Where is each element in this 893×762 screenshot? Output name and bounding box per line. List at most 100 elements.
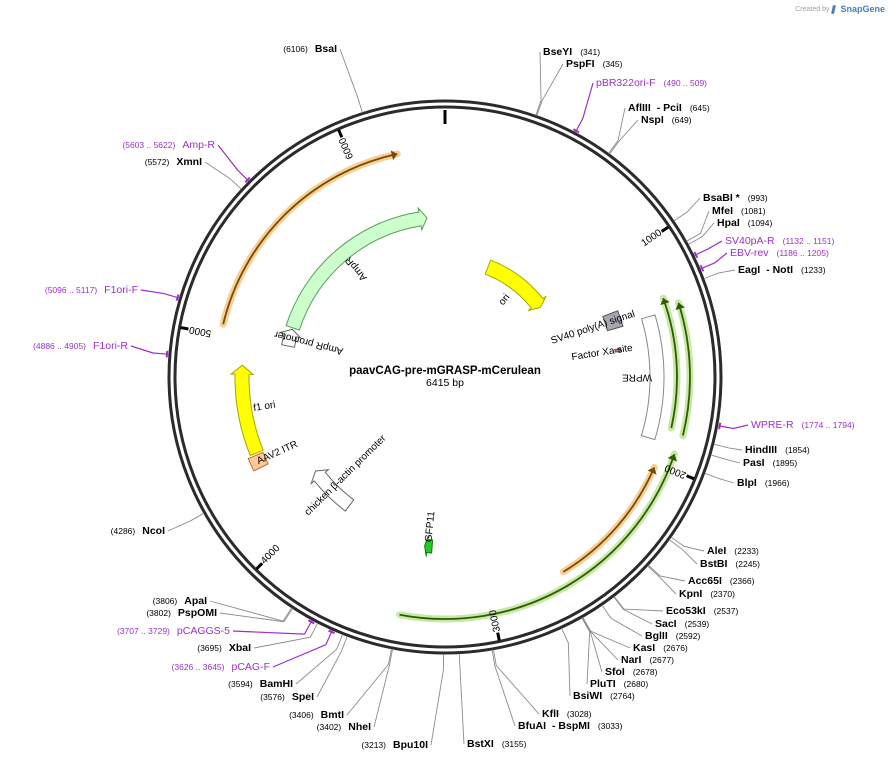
site-position: (4286): [111, 526, 136, 536]
enzyme-site-sfoi[interactable]: SfoI(2678): [581, 617, 658, 678]
enzyme-site-nspi[interactable]: NspI(649): [609, 114, 692, 155]
site-label: NspI(649): [641, 114, 692, 126]
site-name: Bpu10I: [393, 739, 428, 751]
site-leader-line: [647, 565, 677, 595]
site-label: BseYI(341): [543, 46, 600, 58]
feature-ampr[interactable]: AmpR: [285, 206, 428, 331]
enzyme-site-eco53ki[interactable]: Eco53kI(2537): [613, 596, 738, 617]
site-name: NcoI: [142, 525, 165, 537]
enzyme-site-bstxi[interactable]: BstXI(3155): [458, 653, 527, 750]
enzyme-site-alei[interactable]: AleI(2233): [670, 536, 759, 557]
primer-site-wpre-r[interactable]: WPRE-R(1774 .. 1794): [717, 419, 855, 431]
enzyme-site-nhei[interactable]: (3402)NheI: [317, 648, 393, 733]
site-label: (3806)ApaI: [153, 595, 207, 607]
site-leader-line: [295, 634, 344, 685]
enzyme-site-pspfi[interactable]: PspFI(345): [536, 58, 623, 116]
tick-label-5000: 5000: [188, 324, 212, 339]
enzyme-site-blpi[interactable]: BlpI(1966): [704, 472, 790, 489]
site-leader-line: [582, 617, 619, 661]
enzyme-site-kpni[interactable]: KpnI(2370): [647, 565, 735, 600]
primer-track-line-1: [562, 467, 656, 573]
enzyme-site-xmni[interactable]: (5572)XmnI: [145, 156, 242, 190]
enzyme-site-bsai[interactable]: (6106)BsaI: [283, 43, 363, 113]
enzyme-site-apai[interactable]: (3806)ApaI: [153, 595, 293, 622]
site-leader-line: [373, 648, 393, 728]
site-position: (1094): [748, 218, 773, 228]
feature-f1-ori[interactable]: f1 ori: [229, 364, 276, 457]
primer-binding-mark: [699, 264, 705, 272]
primer-track-arrow-2: [660, 298, 670, 306]
site-leader-line: [346, 648, 392, 716]
tick-mark-3000: [496, 632, 501, 641]
enzyme-site-bstbi[interactable]: BstBI(2245): [668, 539, 760, 570]
site-name: HindIII: [745, 444, 777, 456]
site-position: (993): [748, 193, 768, 203]
site-leader-line: [140, 289, 180, 299]
site-name: AleI: [707, 545, 726, 557]
feature-factor-xa-site[interactable]: Factor Xa site: [571, 343, 634, 363]
site-label: HindIII(1854): [745, 444, 810, 456]
enzyme-site-ncoi[interactable]: (4286) NcoI: [111, 512, 205, 537]
site-name: Acc65I: [688, 575, 722, 587]
enzyme-site-hpai[interactable]: HpaI(1094): [687, 217, 773, 245]
enzyme-site-bglii[interactable]: BglII(2592): [601, 604, 701, 642]
enzyme-site-saci[interactable]: SacI(2539): [613, 596, 710, 630]
primer-site-f1ori-r[interactable]: (4886 .. 4905)F1ori-R: [33, 340, 169, 358]
feature-chicken-actin-promoter[interactable]: chicken β-actin promoter: [303, 433, 389, 518]
feature-sv40-poly-a-signal[interactable]: SV40 poly(A) signal: [550, 309, 637, 347]
feature-ampr-promoter[interactable]: AmpR promoter: [273, 328, 345, 356]
feature-label-ampr-promoter: AmpR promoter: [273, 328, 345, 356]
site-label: KasI(2676): [633, 642, 688, 654]
primer-site-pbr322ori-f[interactable]: pBR322ori-F(490 .. 509): [572, 77, 707, 134]
site-name: BamHI: [260, 678, 293, 690]
backbone-outer-strand: [167, 99, 723, 655]
primer-site-amp-r[interactable]: (5603 .. 5622)Amp-R: [122, 139, 251, 183]
site-position: (2764): [610, 691, 635, 701]
site-position: (2592): [676, 631, 701, 641]
primer-site-pcaggs-5[interactable]: (3707 .. 3729)pCAGGS-5: [117, 619, 315, 637]
primer-site-f1ori-f[interactable]: (5096 .. 5117)F1ori-F: [45, 284, 180, 302]
enzyme-site-spei[interactable]: (3576)SpeI: [260, 635, 348, 703]
enzyme-site-eagi[interactable]: EagI- NotI(1233): [703, 264, 826, 280]
enzyme-site-hindiii[interactable]: HindIII(1854): [713, 443, 810, 456]
feature-wpre[interactable]: WPRE: [622, 314, 665, 441]
enzyme-site-pspomi[interactable]: (3802)PspOMI: [146, 607, 294, 623]
enzyme-site-pasi[interactable]: PasI(1895): [710, 454, 798, 469]
enzyme-site-xbai[interactable]: (3695)XbaI: [197, 622, 319, 654]
primer-track-line-2: [662, 297, 678, 429]
site-label-layer: (6106)BsaI BseYI(341)PspFI(345) pBR322ori-…: [33, 43, 855, 751]
feature-ori[interactable]: ori: [484, 259, 547, 311]
enzyme-site-bmti[interactable]: (3406)BmtI: [289, 648, 392, 721]
feature-label-aav2-itr: AAV2 ITR: [255, 439, 299, 467]
site-name: XmnI: [176, 156, 202, 168]
primer-binding-mark: [165, 350, 169, 358]
site-leader-line: [204, 161, 242, 190]
tick-label-1000: 1000: [639, 227, 664, 249]
created-by-text: Created by: [795, 5, 830, 13]
site-name: WPRE-R: [751, 419, 794, 431]
feature-shape-ampr: [285, 206, 428, 331]
enzyme-site-afliii[interactable]: AflIII- PciI(645): [608, 102, 710, 154]
site-leader-line: [670, 536, 705, 552]
enzyme-site-bfuai[interactable]: BfuAI- BspMI(3033): [491, 649, 623, 732]
enzyme-site-bseyi[interactable]: BseYI(341): [535, 46, 600, 116]
enzyme-site-kfli[interactable]: KflI(3028): [493, 649, 592, 720]
enzyme-site-pluti[interactable]: PluTI(2680): [581, 617, 649, 690]
site-position: (341): [580, 47, 600, 57]
primer-site-ebv-rev[interactable]: EBV-rev(1186 .. 1205): [699, 247, 829, 272]
primer-site-sv40pa-r[interactable]: SV40pA-R(1132 .. 1151): [693, 235, 834, 259]
enzyme-site-acc65i[interactable]: Acc65I(2366): [648, 564, 755, 587]
feature-shape-sv40-poly-a-signal: [602, 310, 624, 332]
snapgene-branding: Created by SnapGene: [795, 4, 885, 14]
enzyme-site-bsiwi[interactable]: BsiWI(2764): [561, 628, 635, 702]
enzyme-site-bamhi[interactable]: (3594)BamHI: [228, 634, 344, 690]
enzyme-site-bsabi[interactable]: BsaBI *(993): [673, 192, 768, 222]
primer-site-pcag-f[interactable]: (3626 .. 3645)pCAG-F: [172, 629, 335, 673]
enzyme-site-mfei[interactable]: MfeI(1081): [686, 205, 766, 242]
enzyme-site-bpu10i[interactable]: (3213)Bpu10I: [361, 653, 444, 751]
site-leader-line: [613, 596, 664, 612]
feature-gfp11[interactable]: GFP11: [423, 510, 437, 557]
site-label: PspFI(345): [566, 58, 623, 70]
plasmid-name: paavCAG-pre-mGRASP-mCerulean: [349, 365, 541, 377]
